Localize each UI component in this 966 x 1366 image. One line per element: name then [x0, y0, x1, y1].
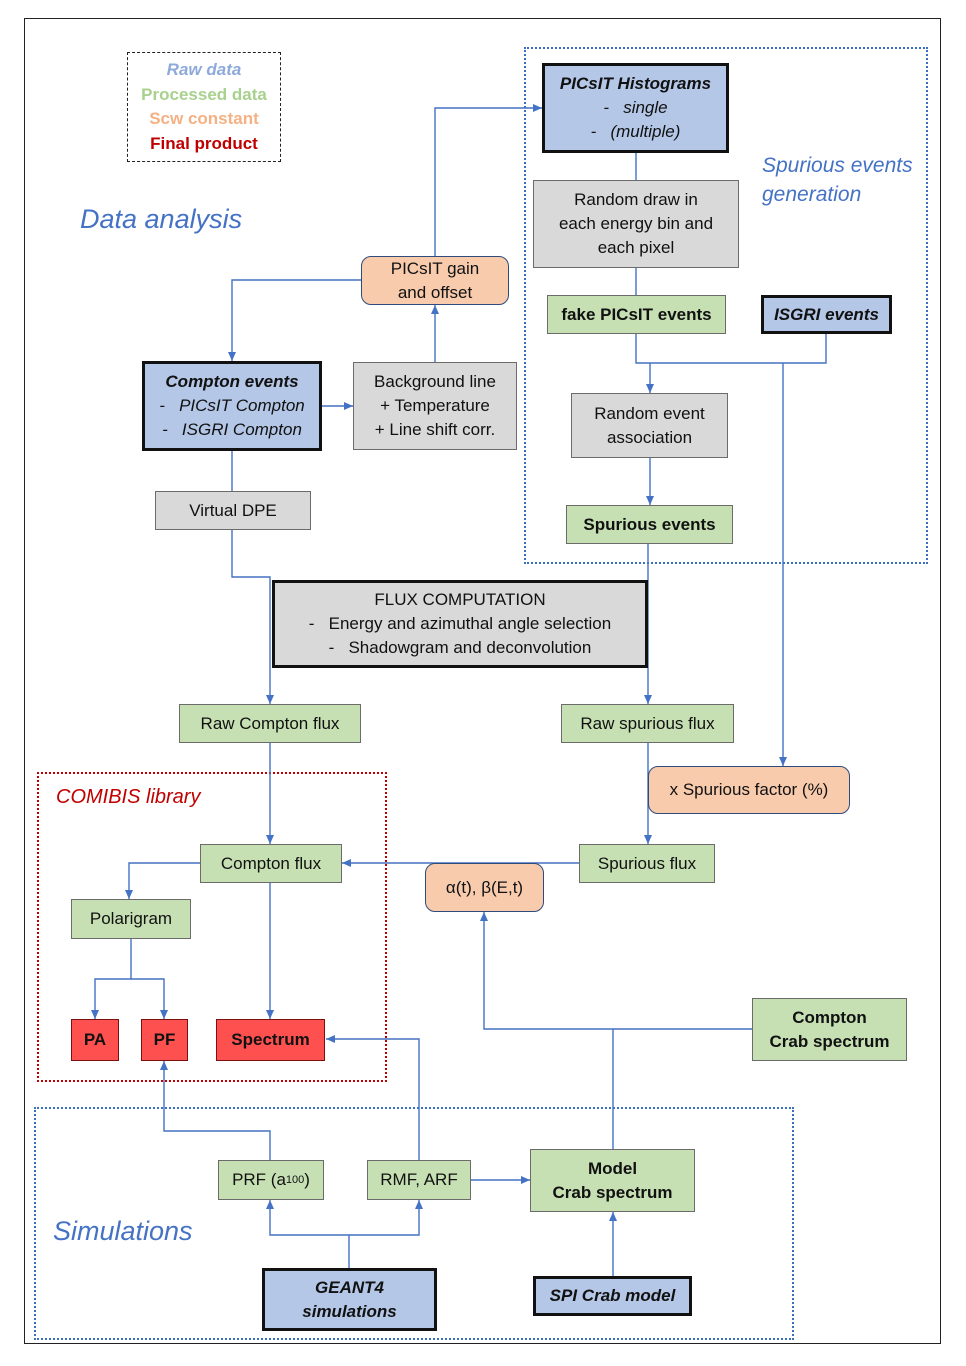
- spurious-generation-label-line1: Spurious events: [762, 154, 913, 177]
- legend-raw: Raw data: [166, 60, 242, 79]
- random-draw-line-1: Random draw in: [574, 190, 698, 209]
- spi-crab-model-node: SPI Crab model: [533, 1276, 692, 1316]
- flux-computation-title: FLUX COMPUTATION: [374, 590, 546, 609]
- fake-picsit-events-node: fake PICsIT events: [547, 295, 726, 334]
- random-draw-node: Random draw in each energy bin and each …: [533, 180, 739, 268]
- virtual-dpe-node: Virtual DPE: [155, 491, 311, 530]
- legend-scw: Scw constant: [149, 109, 259, 128]
- edge-model-to-alpha-beta: [480, 912, 614, 1149]
- picsit-gain-line-2: and offset: [397, 282, 473, 302]
- compton-events-item-1: - PICsIT Compton: [159, 396, 305, 415]
- random-association-line-1: Random event: [594, 403, 705, 423]
- picsit-histograms-node: PICsIT Histograms - single - (multiple): [542, 63, 729, 153]
- comibis-library-label: COMIBIS library: [56, 786, 201, 808]
- model-crab-line-2: Crab spectrum: [552, 1182, 673, 1202]
- background-correction-node: Background line + Temperature + Line shi…: [353, 362, 517, 450]
- flux-computation-node: FLUX COMPUTATION - Energy and azimuthal …: [272, 580, 648, 668]
- picsit-histograms-item-1: - single: [603, 98, 668, 117]
- compton-events-item-2: - ISGRI Compton: [162, 420, 302, 439]
- flux-computation-item-2: - Shadowgram and deconvolution: [328, 638, 592, 657]
- geant4-line-2: simulations: [302, 1301, 397, 1321]
- raw-spurious-flux-node: Raw spurious flux: [561, 704, 734, 743]
- raw-compton-flux-node: Raw Compton flux: [179, 704, 361, 743]
- picsit-gain-node: PICsIT gain and offset: [361, 256, 509, 305]
- edge-gain-to-compton-events: [228, 279, 361, 361]
- background-line-1: Background line: [374, 372, 496, 391]
- edge-prf-to-pf: [160, 1061, 271, 1160]
- edge-polarigram-to-pa: [91, 939, 132, 1019]
- rmf-arf-node: RMF, ARF: [367, 1160, 471, 1200]
- spectrum-node: Spectrum: [216, 1019, 325, 1061]
- background-line-2: + Temperature: [380, 396, 490, 415]
- random-association-line-2: association: [606, 427, 693, 447]
- geant4-line-1: GEANT4: [315, 1277, 384, 1297]
- spurious-factor-node: x Spurious factor (%): [648, 766, 850, 814]
- polarigram-node: Polarigram: [71, 899, 191, 939]
- legend-processed: Processed data: [141, 84, 267, 104]
- model-crab-spectrum-node: Model Crab spectrum: [530, 1149, 695, 1212]
- random-draw-line-2: each energy bin and: [558, 214, 714, 233]
- picsit-histograms-title: PICsIT Histograms: [559, 74, 712, 93]
- geant4-simulations-node: GEANT4 simulations: [262, 1268, 437, 1331]
- pa-node: PA: [71, 1019, 119, 1061]
- alpha-beta-node: α(t), β(E,t): [425, 863, 544, 912]
- spurious-generation-region: [524, 47, 928, 564]
- compton-crab-line-2: Crab spectrum: [769, 1031, 890, 1051]
- compton-events-title: Compton events: [165, 372, 299, 391]
- prf-label: PRF (a: [232, 1170, 286, 1189]
- prf-label-end: ): [304, 1170, 310, 1189]
- background-line-3: + Line shift corr.: [374, 420, 496, 439]
- edge-polarigram-to-pf: [131, 978, 168, 1019]
- legend-final: Final product: [150, 133, 258, 153]
- edge-dpe-to-raw-compton: [231, 530, 274, 704]
- edge-gain-to-histograms: [434, 104, 542, 258]
- picsit-gain-line-1: PICsIT gain: [390, 258, 480, 278]
- spurious-flux-node: Spurious flux: [579, 844, 715, 883]
- random-association-node: Random event association: [571, 393, 728, 458]
- simulations-region: [34, 1107, 794, 1340]
- simulations-label: Simulations: [53, 1216, 193, 1246]
- legend: Raw data Processed data Scw constant Fin…: [127, 52, 281, 162]
- edge-geant4-to-rmf: [349, 1200, 423, 1236]
- edge-compton-flux-to-polarigram: [125, 862, 200, 899]
- spurious-generation-label-line2: generation: [762, 183, 862, 206]
- compton-crab-spectrum-node: Compton Crab spectrum: [752, 998, 907, 1061]
- isgri-events-node: ISGRI events: [761, 295, 892, 334]
- figure-frame: [24, 18, 941, 1344]
- pf-node: PF: [141, 1019, 188, 1061]
- comibis-library-region: [37, 772, 387, 1082]
- spurious-generation-label: Spurious events generation: [762, 151, 913, 209]
- edge-rmf-to-spectrum: [326, 1035, 420, 1160]
- picsit-histograms-item-2: - (multiple): [590, 122, 681, 141]
- prf-subscript: 100: [285, 1174, 305, 1186]
- flux-computation-item-1: - Energy and azimuthal angle selection: [308, 614, 612, 633]
- data-analysis-label: Data analysis: [80, 204, 243, 234]
- compton-flux-node: Compton flux: [200, 844, 342, 883]
- edge-geant4-split: [266, 1200, 350, 1268]
- compton-crab-line-1: Compton: [792, 1007, 867, 1027]
- random-draw-line-3: each pixel: [597, 238, 675, 257]
- edge-fake-merge: [635, 334, 827, 364]
- model-crab-line-1: Model: [587, 1158, 638, 1178]
- spurious-events-node: Spurious events: [566, 505, 733, 544]
- compton-events-node: Compton events - PICsIT Compton - ISGRI …: [142, 361, 322, 451]
